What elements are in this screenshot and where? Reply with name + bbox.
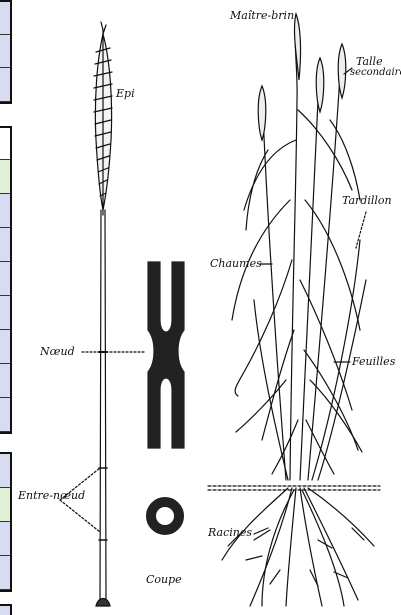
label-tardillon: Tardillon <box>342 195 392 206</box>
label-coupe: Coupe <box>146 574 182 585</box>
label-chaumes: Chaumes <box>210 258 262 269</box>
stem-straw <box>96 210 110 606</box>
label-epi: Epi <box>116 88 135 99</box>
label-noeud: Nœud <box>40 346 75 357</box>
label-entre-noeud: Entre-nœud <box>18 490 85 501</box>
wheat-plant-stems <box>254 14 366 480</box>
label-maitre-brin: Maître-brin <box>230 10 294 21</box>
node-section-diagram <box>148 262 184 448</box>
label-talle-line1: Talle <box>356 56 383 67</box>
tardillon-leader-line <box>356 212 366 248</box>
label-feuilles: Feuilles <box>352 356 395 367</box>
label-talle-line2: secondaire <box>350 68 401 78</box>
wheat-plant-leaves <box>232 110 362 474</box>
wheat-plant-roots <box>222 488 374 606</box>
cross-section-coupe <box>151 502 179 530</box>
wheat-ear-epi <box>94 22 112 215</box>
label-racines: Racines <box>208 527 252 538</box>
